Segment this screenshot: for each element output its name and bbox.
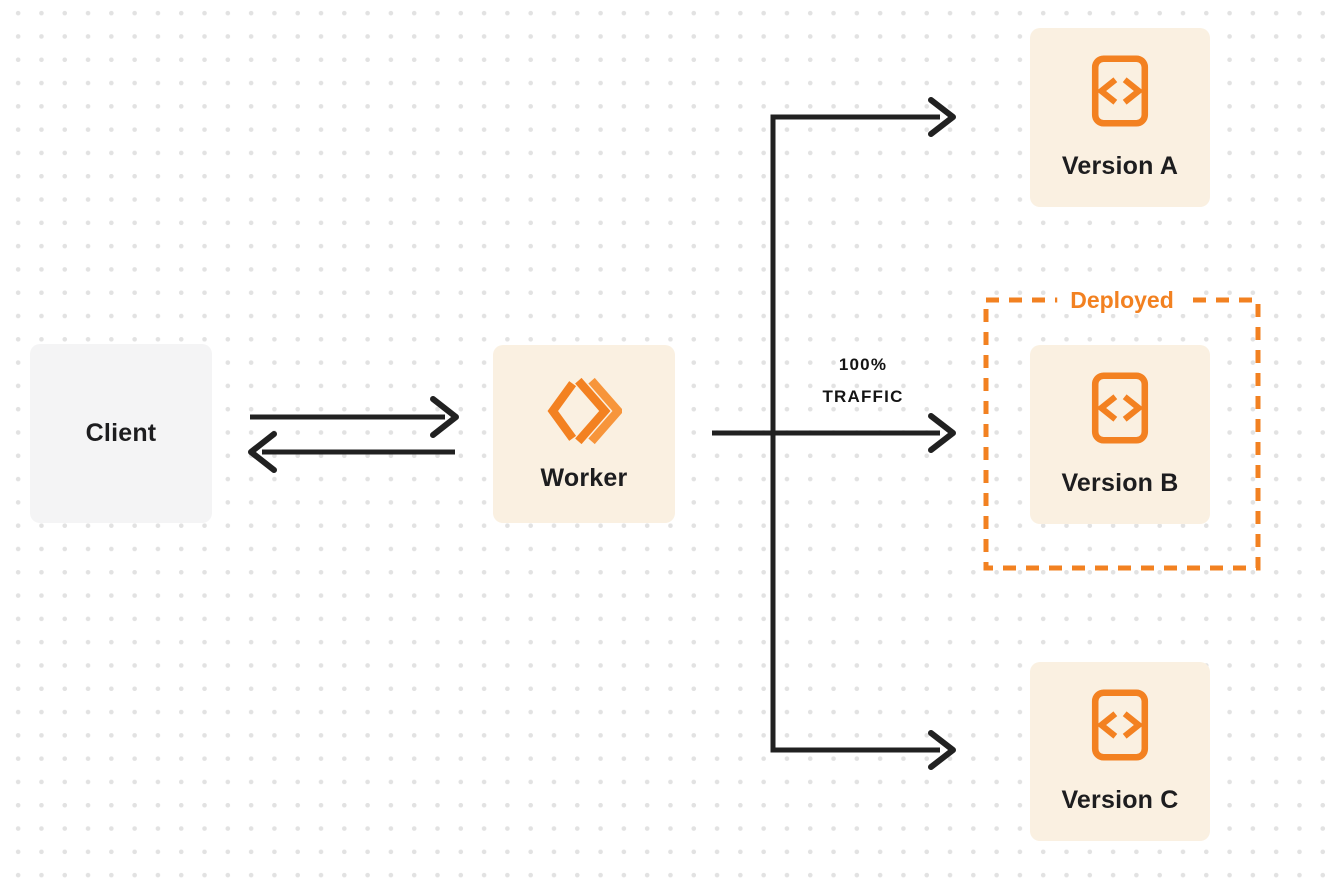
arrowhead-version-a — [928, 97, 956, 137]
client-node: Client — [30, 344, 212, 523]
version-a-label: Version A — [1061, 152, 1179, 180]
worker-node: Worker — [493, 345, 675, 523]
worker-node-label: Worker — [540, 463, 628, 492]
traffic-word-text: TRAFFIC — [822, 387, 904, 406]
traffic-percent-text: 100% — [838, 355, 888, 374]
code-document-icon — [1091, 689, 1149, 761]
version-a-node: Version A — [1030, 28, 1210, 207]
arrowhead-version-b — [928, 413, 956, 453]
worker-to-client-arrowhead — [248, 431, 277, 473]
code-document-icon — [1091, 55, 1149, 127]
version-c-label: Version C — [1061, 786, 1179, 814]
version-b-node: Version B — [1030, 345, 1210, 524]
deployed-group-outline — [983, 297, 1261, 571]
deployed-label: Deployed — [1057, 286, 1187, 314]
code-document-icon — [1091, 372, 1149, 444]
arrowhead-version-c — [928, 730, 956, 770]
version-b-label: Version B — [1061, 469, 1179, 497]
traffic-percentage-label: 100% TRAFFIC — [763, 349, 963, 413]
client-node-label: Client — [85, 419, 157, 447]
cloudflare-workers-icon — [547, 377, 622, 444]
client-to-worker-arrowhead — [430, 396, 459, 438]
version-c-node: Version C — [1030, 662, 1210, 841]
